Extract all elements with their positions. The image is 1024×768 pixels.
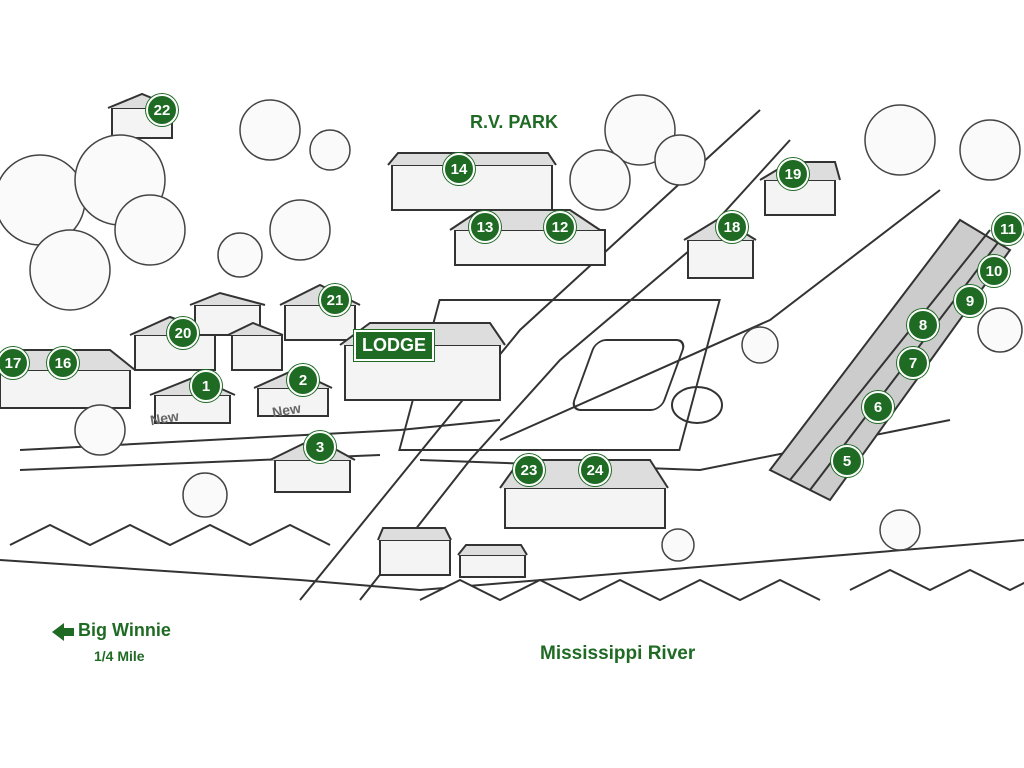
site-badge-22[interactable]: 22 bbox=[146, 94, 178, 126]
site-badge-11[interactable]: 11 bbox=[992, 213, 1024, 245]
boat-docks bbox=[9, 523, 1024, 602]
site-badge-14[interactable]: 14 bbox=[443, 153, 475, 185]
shed-2 bbox=[457, 544, 528, 578]
rv-building-14 bbox=[387, 152, 557, 211]
river-label: Mississippi River bbox=[540, 643, 696, 664]
site-badge-1[interactable]: 1 bbox=[190, 370, 222, 402]
shed-1 bbox=[377, 527, 452, 576]
side-road bbox=[19, 419, 501, 451]
site-badge-19[interactable]: 19 bbox=[777, 158, 809, 190]
big-winnie-distance: 1/4 Mile bbox=[94, 648, 145, 664]
swimming-pool bbox=[572, 339, 685, 411]
site-badge-12[interactable]: 12 bbox=[544, 211, 576, 243]
cabin-row-5-11 bbox=[768, 218, 1012, 502]
site-badge-2[interactable]: 2 bbox=[287, 364, 319, 396]
site-badge-23[interactable]: 23 bbox=[513, 454, 545, 486]
rv-park-label: R.V. PARK bbox=[470, 112, 559, 132]
site-badge-13[interactable]: 13 bbox=[469, 211, 501, 243]
site-badge-24[interactable]: 24 bbox=[579, 454, 611, 486]
shoreline bbox=[0, 539, 1024, 592]
site-badge-21[interactable]: 21 bbox=[319, 284, 351, 316]
site-badge-8[interactable]: 8 bbox=[907, 309, 939, 341]
site-badge-20[interactable]: 20 bbox=[167, 317, 199, 349]
site-badge-17[interactable]: 17 bbox=[0, 347, 29, 379]
site-badge-16[interactable]: 16 bbox=[47, 347, 79, 379]
left-arrow-icon bbox=[52, 623, 74, 641]
lodge-label[interactable]: LODGE bbox=[354, 330, 435, 361]
site-badge-10[interactable]: 10 bbox=[978, 255, 1010, 287]
site-badge-9[interactable]: 9 bbox=[954, 285, 986, 317]
site-badge-5[interactable]: 5 bbox=[831, 445, 863, 477]
big-winnie-label[interactable]: Big Winnie bbox=[78, 620, 171, 640]
site-badge-3[interactable]: 3 bbox=[304, 431, 336, 463]
site-badge-18[interactable]: 18 bbox=[716, 211, 748, 243]
wading-pool bbox=[671, 386, 723, 424]
cabin-extra-2 bbox=[227, 321, 284, 371]
site-badge-6[interactable]: 6 bbox=[862, 391, 894, 423]
site-badge-7[interactable]: 7 bbox=[897, 347, 929, 379]
